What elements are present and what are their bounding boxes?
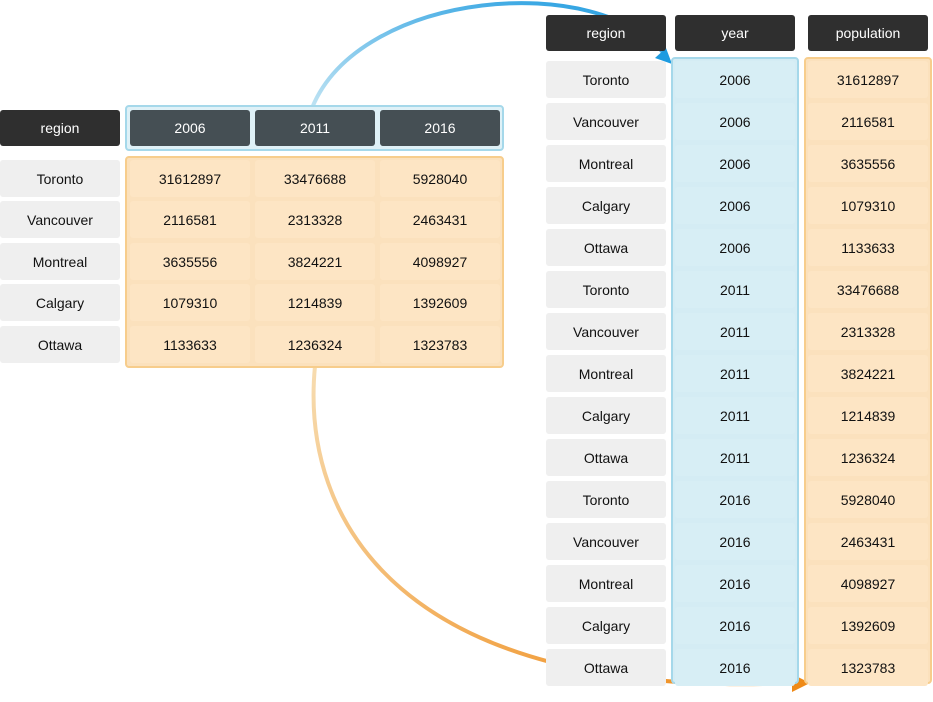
long-population-cell: 2116581	[808, 103, 928, 140]
long-region-cell: Calgary	[546, 187, 666, 224]
wide-year-header: 2006	[130, 110, 250, 146]
long-year-cell: 2006	[675, 145, 795, 182]
year-arrowhead	[655, 48, 672, 64]
wide-value-cell: 2116581	[130, 201, 250, 238]
long-region-cell: Ottawa	[546, 229, 666, 266]
long-year-cells: 2006 2006 2006 2006 2006 2011 2011 2011 …	[675, 61, 795, 686]
long-region-cell: Ottawa	[546, 439, 666, 476]
long-population-cell: 1236324	[808, 439, 928, 476]
long-region-cells: Toronto Vancouver Montreal Calgary Ottaw…	[546, 61, 666, 686]
long-population-cells: 31612897 2116581 3635556 1079310 1133633…	[808, 61, 928, 686]
wide-value-cell: 1133633	[130, 326, 250, 363]
long-population-cell: 1392609	[808, 607, 928, 644]
wide-row-label: Toronto	[0, 160, 120, 197]
wide-value-cell: 1236324	[255, 326, 375, 363]
wide-year-header-label: 2016	[424, 120, 456, 136]
wide-value-cell: 2463431	[380, 201, 500, 238]
wide-year-header-label: 2011	[299, 120, 331, 136]
long-region-cell: Ottawa	[546, 649, 666, 686]
long-region-cell: Vancouver	[546, 103, 666, 140]
long-region-header: region	[546, 15, 666, 51]
wide-row-label: Ottawa	[0, 326, 120, 363]
wide-value-cell: 1323783	[380, 326, 500, 363]
long-year-cell: 2016	[675, 523, 795, 560]
long-population-header: population	[808, 15, 928, 51]
long-year-cell: 2006	[675, 187, 795, 224]
wide-region-header-label: region	[40, 120, 80, 136]
long-year-cell: 2016	[675, 481, 795, 518]
wide-row-label: Montreal	[0, 243, 120, 280]
long-year-cell: 2011	[675, 271, 795, 308]
long-region-cell: Toronto	[546, 481, 666, 518]
long-population-cell: 1323783	[808, 649, 928, 686]
long-population-cell: 2313328	[808, 313, 928, 350]
wide-row-label: Vancouver	[0, 201, 120, 238]
long-region-cell: Montreal	[546, 565, 666, 602]
long-year-cell: 2011	[675, 439, 795, 476]
long-region-cell: Calgary	[546, 607, 666, 644]
long-population-cell: 5928040	[808, 481, 928, 518]
long-population-cell: 4098927	[808, 565, 928, 602]
long-population-cell: 1214839	[808, 397, 928, 434]
long-year-cell: 2016	[675, 649, 795, 686]
long-population-cell: 3635556	[808, 145, 928, 182]
long-region-cell: Vancouver	[546, 523, 666, 560]
long-year-cell: 2006	[675, 229, 795, 266]
wide-value-cell: 3824221	[255, 243, 375, 280]
long-population-cell: 2463431	[808, 523, 928, 560]
wide-value-cell: 5928040	[380, 160, 500, 197]
wide-year-header-label: 2006	[174, 120, 206, 136]
long-region-cell: Montreal	[546, 355, 666, 392]
wide-year-header: 2011	[255, 110, 375, 146]
wide-value-cell: 31612897	[130, 160, 250, 197]
long-year-cell: 2016	[675, 607, 795, 644]
wide-region-header: region	[0, 110, 120, 146]
wide-value-cell: 1392609	[380, 284, 500, 321]
long-population-cell: 1133633	[808, 229, 928, 266]
long-population-cell: 33476688	[808, 271, 928, 308]
long-year-cell: 2006	[675, 61, 795, 98]
wide-value-cell: 1214839	[255, 284, 375, 321]
long-population-cell: 31612897	[808, 61, 928, 98]
long-year-cell: 2016	[675, 565, 795, 602]
wide-value-cell: 4098927	[380, 243, 500, 280]
long-region-cell: Toronto	[546, 61, 666, 98]
wide-year-header: 2016	[380, 110, 500, 146]
wide-value-cell: 33476688	[255, 160, 375, 197]
long-region-cell: Toronto	[546, 271, 666, 308]
long-year-cell: 2011	[675, 313, 795, 350]
long-year-cell: 2011	[675, 355, 795, 392]
long-year-cell: 2006	[675, 103, 795, 140]
long-region-cell: Calgary	[546, 397, 666, 434]
wide-value-cell: 2313328	[255, 201, 375, 238]
wide-value-cell: 3635556	[130, 243, 250, 280]
wide-value-cell: 1079310	[130, 284, 250, 321]
long-year-cell: 2011	[675, 397, 795, 434]
wide-row-label: Calgary	[0, 284, 120, 321]
long-region-cell: Vancouver	[546, 313, 666, 350]
long-population-cell: 3824221	[808, 355, 928, 392]
long-year-header: year	[675, 15, 795, 51]
long-population-cell: 1079310	[808, 187, 928, 224]
long-region-cell: Montreal	[546, 145, 666, 182]
